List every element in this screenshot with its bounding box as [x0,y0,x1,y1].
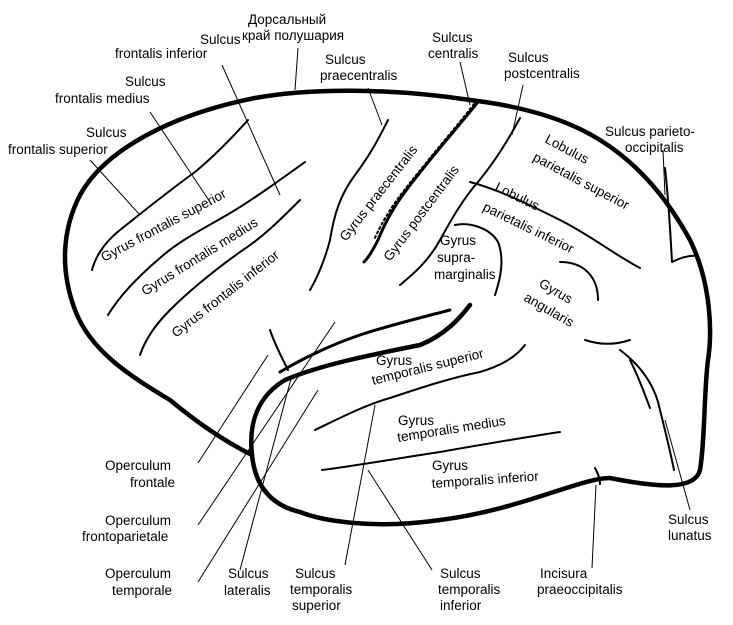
label-sulcus-postcentralis-line1: Sulcus [508,50,549,65]
leader-sulcus-lateralis [239,374,293,571]
leader-lines [89,47,691,583]
label-sulcus-praecentralis-line1: Sulcus [325,52,366,67]
label-operculum-frontoparietale-line2: frontoparietale [82,529,168,544]
sulcus-lateralis-line [278,308,452,374]
sulcus-centralis-line [362,100,480,264]
gyrus-supramarginalis-label-line1: Gyrus [440,233,476,248]
leader-incisura-praeoccipitalis [591,484,597,569]
sulcus-centralis-hatching [373,103,475,241]
sulcus-frontalis-inferior-line [139,199,301,356]
label-operculum-frontale-line2: frontale [130,475,175,490]
sulci [91,100,699,485]
sulcus-frontalis-superior-line [91,119,249,271]
label-sulcus-frontalis-superior-line1: Sulcus [86,125,127,140]
leader-sulcus-frontalis-superior [89,159,141,216]
gyrus-temporalis-medius-label-line1: Gyrus [398,413,434,428]
leader-operculum-frontoparietale [197,321,336,526]
sulcus-parieto-occipitalis-line [664,167,699,263]
hemisphere-upper-outline [62,88,713,527]
label-operculum-temporale-line2: temporale [112,583,172,598]
gyrus-temporalis-inferior-label-line1: Gyrus [432,458,468,473]
angular-sulcus-line [559,261,599,301]
label-dorsal-edge-line1: Дорсальный [248,12,326,27]
label-sulcus-temporalis-superior-line1: Sulcus [295,566,336,581]
label-sulcus-lunatus-line1: Sulcus [668,512,709,527]
leader-sulcus-praecentralis [367,87,383,126]
incisura-praeoccipitalis-notch [594,467,601,485]
temporal-lobe-outline [249,302,473,458]
leader-operculum-temporale [197,389,319,583]
occipital-minor-sulcus [584,339,631,345]
leader-dorsal-edge [294,47,299,91]
sulcus-frontalis-medius-line [107,161,306,316]
leader-sulcus-frontalis-inferior [221,64,281,196]
label-operculum-temporale-line1: Operculum [105,566,171,581]
label-sulcus-frontalis-inferior-line1: Sulcus [200,32,241,47]
supramarginal-sulcus-line [454,223,503,296]
leader-sulcus-parieto-occipitalis [662,149,666,196]
sulcus-lunatus-line [619,349,675,471]
hemisphere-outline [62,88,713,527]
occipital-minor-sulcus-2 [629,359,651,409]
label-sulcus-praecentralis-line2: praecentralis [320,68,398,83]
gyrus-temporalis-superior-label-line1: Gyrus [376,353,412,368]
label-sulcus-lunatus-line2: lunatus [668,528,712,543]
label-sulcus-frontalis-inferior-line2: frontalis inferior [115,46,208,61]
gyrus-supramarginalis-label-line3: marginalis [434,267,496,282]
label-sulcus-parieto-occipitalis-line2: occipitalis [625,140,684,155]
leader-sulcus-centralis [459,61,471,106]
label-sulcus-frontalis-superior-line2: frontalis superior [8,142,108,157]
label-sulcus-temporalis-superior-line2: temporalis [290,582,353,597]
sulcus-temporalis-inferior-line [321,431,561,471]
sulcus-postcentralis-line [399,117,521,286]
leader-sulcus-lunatus [664,419,691,511]
external-labels: Дорсальный край полушария Sulcus frontal… [8,12,712,613]
label-sulcus-lateralis-line1: Sulcus [228,566,269,581]
label-sulcus-centralis-line1: Sulcus [432,30,473,45]
gyrus-supramarginalis-label-line2: supra- [437,250,475,265]
sulcus-praecentralis-line [309,119,389,291]
leader-sulcus-postcentralis [511,84,524,136]
leader-sulcus-temporalis-superior [344,404,376,566]
label-sulcus-temporalis-inferior-line1: Sulcus [440,566,481,581]
sulcus-intraparietalis-line [469,181,641,269]
leader-sulcus-frontalis-medius [149,111,213,206]
label-operculum-frontale-line1: Operculum [105,458,171,473]
label-sulcus-lateralis-line2: lateralis [224,583,271,598]
label-sulcus-frontalis-medius-line2: frontalis medius [55,91,150,106]
label-dorsal-edge-line2: край полушария [242,28,344,43]
label-incisura-praeoccipitalis-line1: Incisura [540,566,588,581]
label-sulcus-temporalis-inferior-line2: temporalis [438,582,501,597]
label-sulcus-frontalis-medius-line1: Sulcus [125,74,166,89]
label-sulcus-postcentralis-line2: postcentralis [504,66,580,81]
label-incisura-praeoccipitalis-line2: praeoccipitalis [537,582,623,597]
label-sulcus-parieto-occipitalis-line1: Sulcus parieto- [605,124,695,139]
label-sulcus-centralis-line2: centralis [428,46,479,61]
label-sulcus-temporalis-superior-line3: superior [292,598,341,613]
leader-operculum-frontale [197,354,269,464]
sulcus-lateralis-ramus [269,329,289,371]
sulcus-temporalis-superior-line [314,344,526,431]
label-sulcus-temporalis-inferior-line3: inferior [440,598,482,613]
leader-sulcus-temporalis-inferior [367,469,433,571]
label-operculum-frontoparietale-line1: Operculum [105,513,171,528]
